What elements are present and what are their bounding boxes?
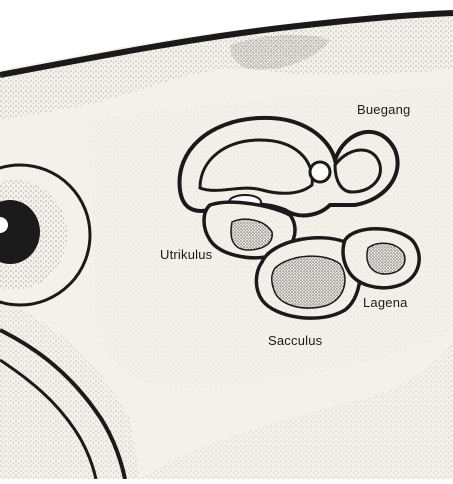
label-lagena: Lagena <box>363 295 408 310</box>
label-utrikulus: Utrikulus <box>160 247 212 262</box>
label-buegang: Buegang <box>357 102 410 117</box>
label-sacculus: Sacculus <box>268 333 322 348</box>
